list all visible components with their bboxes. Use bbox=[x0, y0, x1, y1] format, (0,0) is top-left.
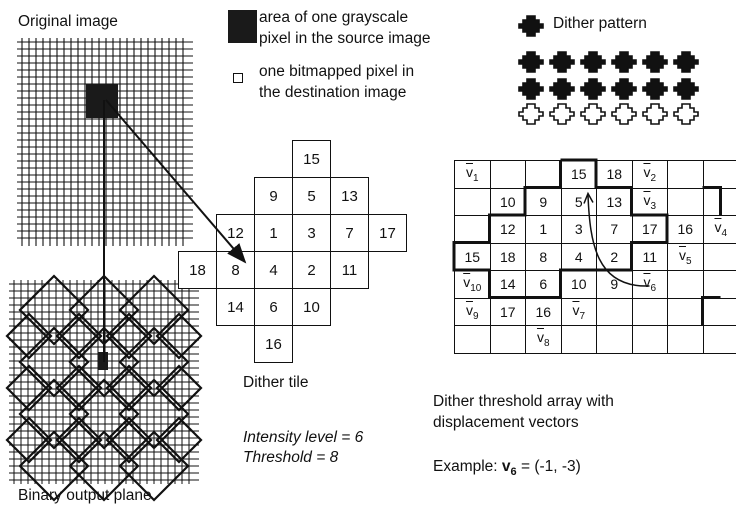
tile-cell: 11 bbox=[330, 251, 369, 289]
displacement-vector-label: v3 bbox=[643, 191, 657, 212]
tile-cell: 3 bbox=[292, 214, 331, 252]
array-cell: 8 bbox=[525, 242, 562, 271]
displacement-vector-label: v1 bbox=[465, 164, 479, 185]
tile-cell: 1 bbox=[254, 214, 293, 252]
dither-pattern-label: Dither pattern bbox=[553, 15, 647, 32]
tile-cell: 18 bbox=[178, 251, 217, 289]
example-prefix: Example: bbox=[433, 458, 502, 475]
example-value: = (-1, -3) bbox=[516, 458, 581, 475]
array-cell: 16 bbox=[525, 297, 562, 326]
array-cell bbox=[702, 270, 736, 299]
displacement-vector-label: v7 bbox=[572, 301, 586, 322]
bitmapped-pixel-swatch bbox=[233, 73, 243, 83]
example-text: Example: v6 = (-1, -3) bbox=[433, 457, 581, 482]
tile-cell: 10 bbox=[292, 288, 331, 326]
legend-bitmapped-line1: one bitmapped pixel in bbox=[259, 63, 415, 80]
grayscale-pixel-swatch bbox=[228, 10, 257, 43]
array-cell: 15 bbox=[560, 160, 597, 189]
tile-cell: 15 bbox=[292, 140, 331, 178]
array-cell bbox=[454, 325, 491, 354]
array-cell bbox=[702, 160, 736, 189]
tile-cell: 16 bbox=[254, 325, 293, 363]
array-cell: v5 bbox=[667, 242, 704, 271]
array-cell: v3 bbox=[631, 187, 668, 216]
array-cell bbox=[560, 325, 597, 354]
array-cell bbox=[596, 297, 633, 326]
array-cell: 18 bbox=[489, 242, 526, 271]
array-cell bbox=[667, 325, 704, 354]
example-var: v bbox=[501, 458, 511, 475]
array-cell bbox=[631, 325, 668, 354]
array-cell: v4 bbox=[702, 215, 736, 244]
array-caption-line2: displacement vectors bbox=[433, 414, 579, 431]
displacement-vector-label: v2 bbox=[643, 164, 657, 185]
displacement-vector-label: v8 bbox=[536, 329, 550, 350]
tile-cell: 9 bbox=[254, 177, 293, 215]
legend-bitmapped-line2: the destination image bbox=[259, 84, 407, 101]
tile-cell: 4 bbox=[254, 251, 293, 289]
source-to-tile-arrow bbox=[105, 99, 247, 264]
example-sub: 6 bbox=[510, 466, 517, 479]
displacement-vector-label: v6 bbox=[643, 274, 657, 295]
threshold-text: Threshold = 8 bbox=[243, 449, 339, 466]
array-caption-line1: Dither threshold array with bbox=[433, 393, 614, 410]
tile-cell: 14 bbox=[216, 288, 255, 326]
displacement-vector-label: v10 bbox=[463, 274, 482, 295]
original-image-label: Original image bbox=[18, 13, 118, 30]
tile-cell: 6 bbox=[254, 288, 293, 326]
array-cell: v7 bbox=[560, 297, 597, 326]
displacement-vector-label: v9 bbox=[465, 301, 479, 322]
array-cell bbox=[454, 215, 491, 244]
tile-cell: 17 bbox=[368, 214, 407, 252]
displacement-vector-label: v4 bbox=[714, 219, 728, 240]
displacement-vector-label: v5 bbox=[678, 246, 692, 267]
legend-grayscale-line1: area of one grayscale bbox=[259, 9, 409, 26]
array-cell: 17 bbox=[489, 297, 526, 326]
intensity-level-text: Intensity level = 6 bbox=[243, 429, 364, 446]
array-cell bbox=[489, 325, 526, 354]
array-cell: 5 bbox=[560, 187, 597, 216]
array-cell: v8 bbox=[525, 325, 562, 354]
dither-tile-label: Dither tile bbox=[243, 374, 309, 391]
legend-grayscale-line2: pixel in the source image bbox=[259, 30, 431, 47]
tile-cell: 5 bbox=[292, 177, 331, 215]
binary-output-label: Binary output plane bbox=[18, 487, 152, 504]
array-cell: 16 bbox=[667, 215, 704, 244]
tile-cell: 13 bbox=[330, 177, 369, 215]
array-cell bbox=[702, 325, 736, 354]
